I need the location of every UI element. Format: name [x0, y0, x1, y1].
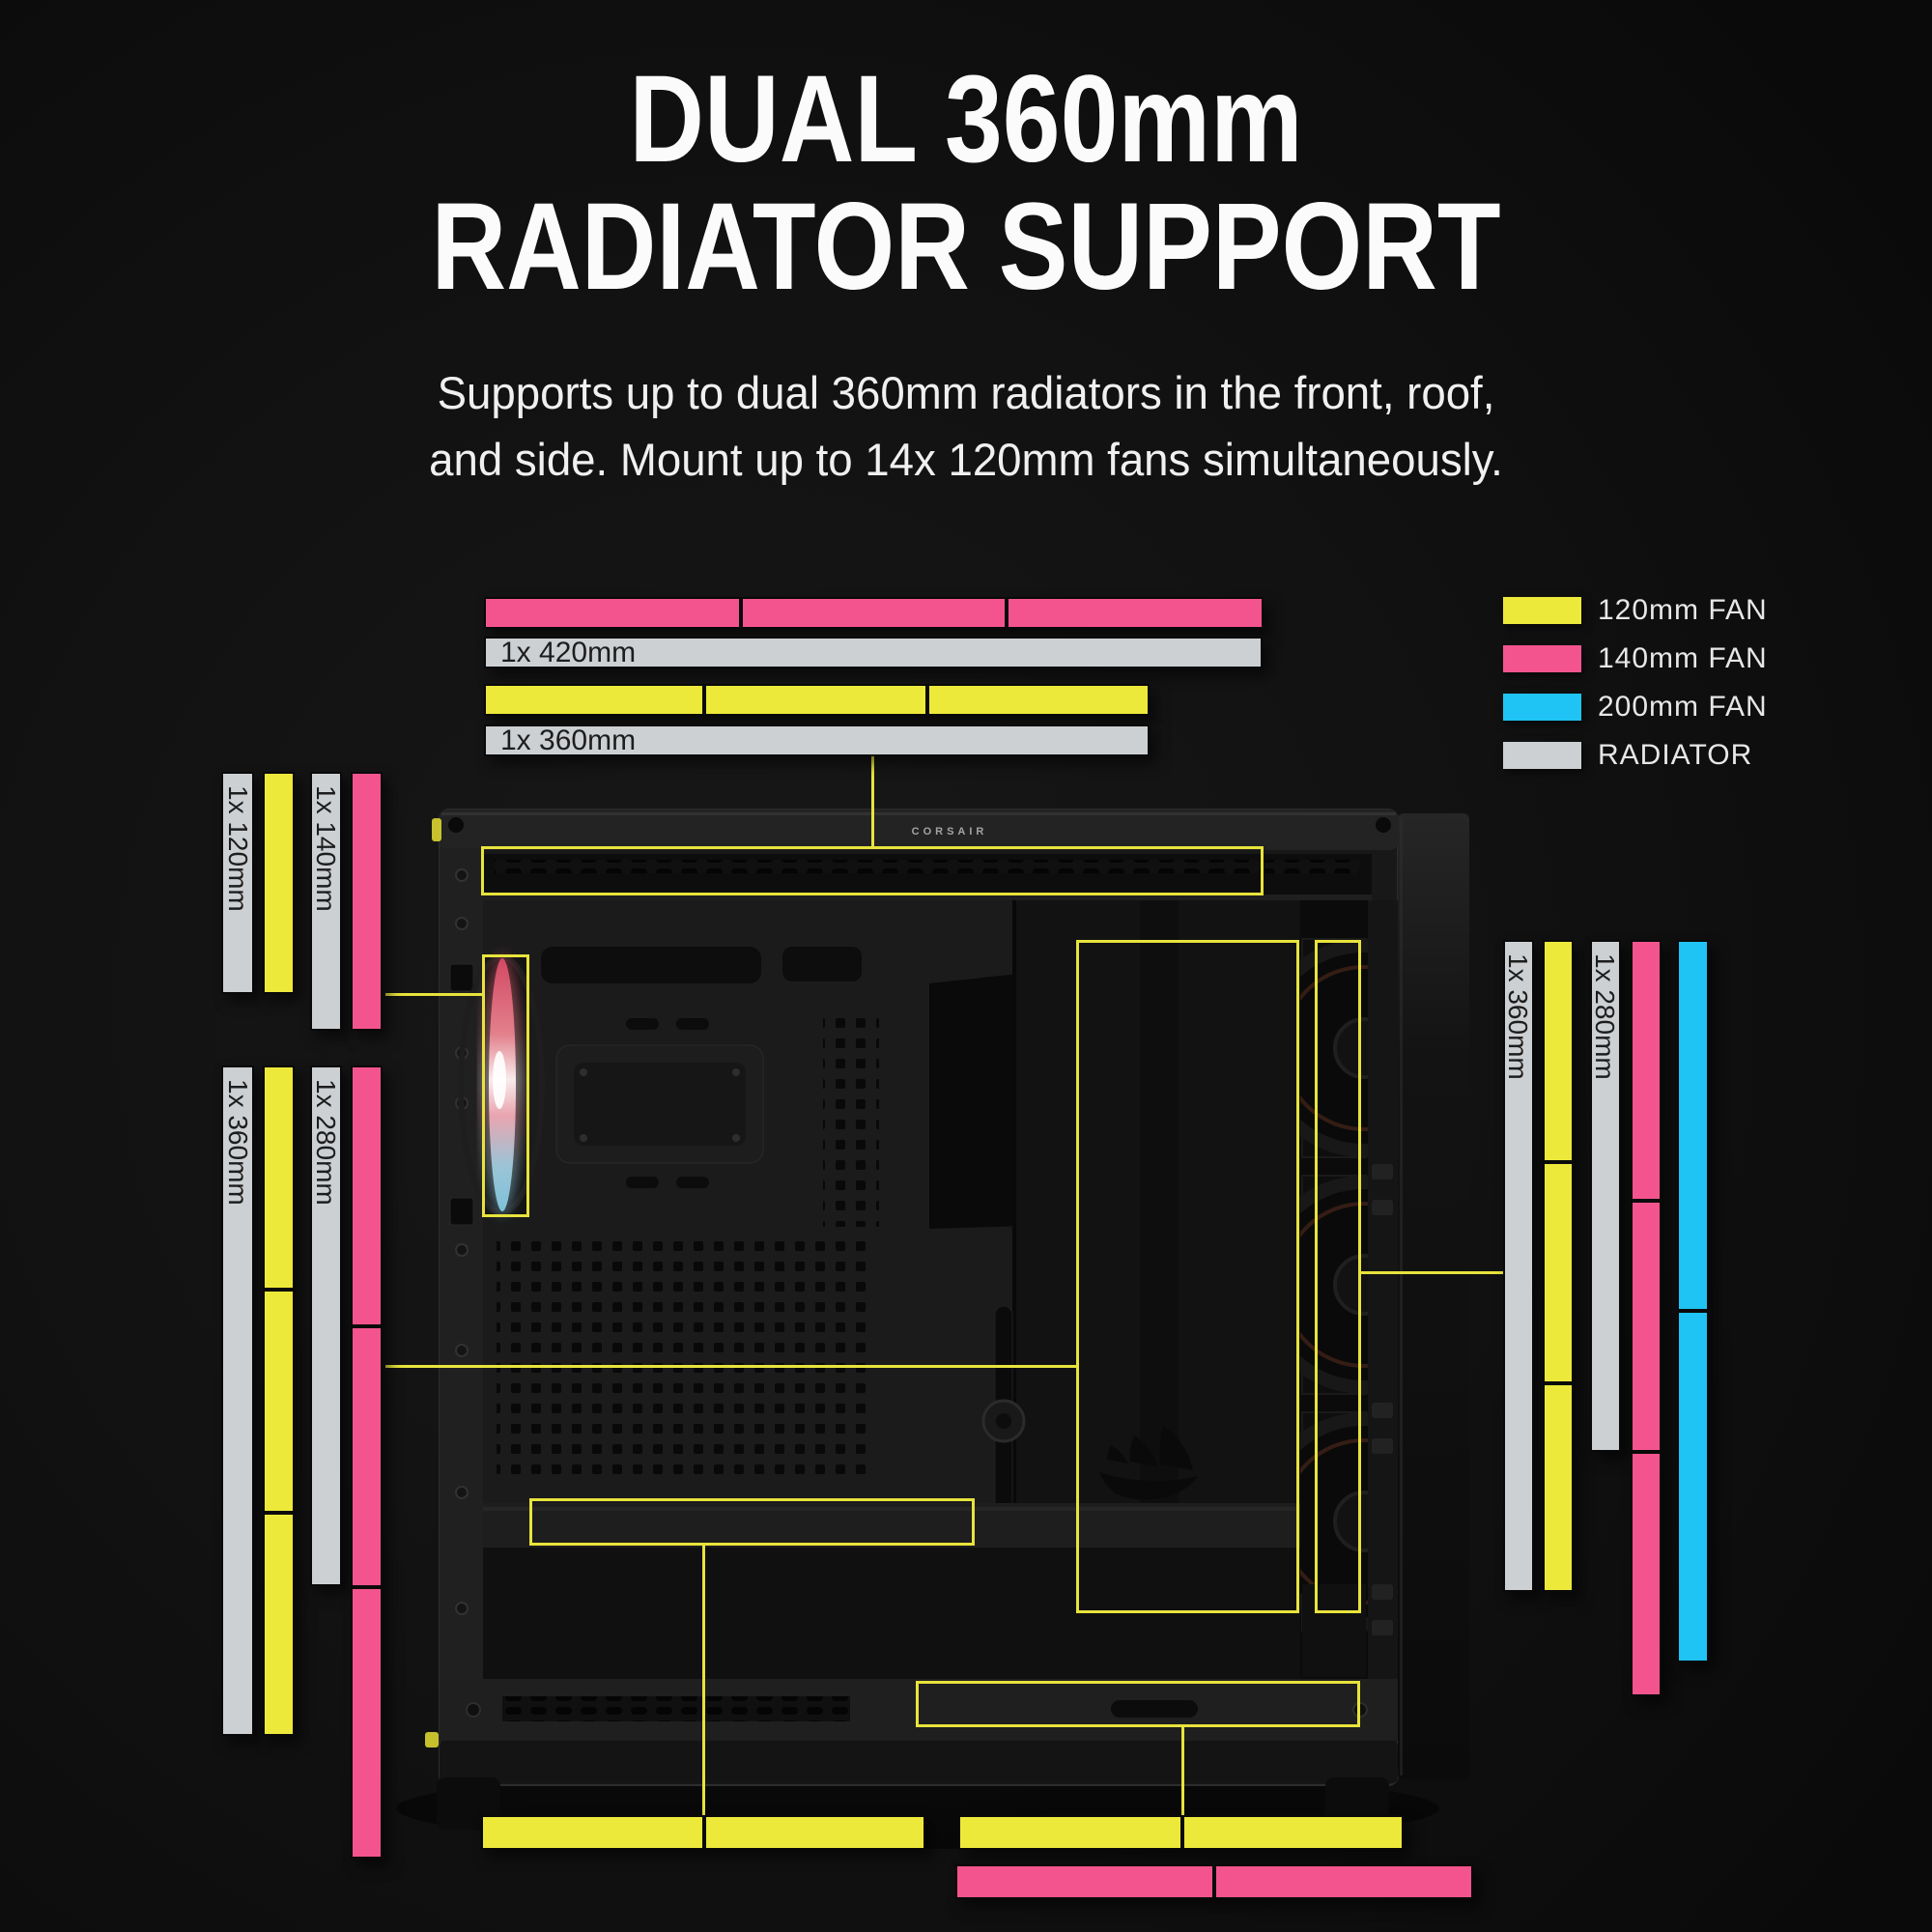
bar-size-label: 1x 360mm: [223, 1079, 253, 1206]
corsair-sail-logo: [1099, 1426, 1198, 1500]
legend-item: RADIATOR: [1503, 739, 1753, 771]
front-140mm-fan-bar: [351, 1065, 383, 1859]
bar-segment-divider: [702, 686, 706, 714]
callout-line-front-long: [385, 1364, 1076, 1368]
case-bottom: [437, 1679, 1398, 1830]
legend-item: 140mm FAN: [1503, 642, 1768, 674]
roof-360mm-radiator-bar: 1x 360mm: [484, 724, 1150, 756]
bar-segment-divider: [1545, 1160, 1572, 1164]
subtitle-line1: Supports up to dual 360mm radiators in t…: [437, 367, 1495, 418]
rear-120mm-radiator-bar: 1x 120mm: [221, 772, 254, 994]
side-120mm-fan-bar: [1543, 940, 1574, 1592]
bar-segment-divider: [1005, 599, 1009, 627]
rear-140mm-radiator-bar: 1x 140mm: [310, 772, 342, 1031]
side-140mm-fan-bar: [1631, 940, 1662, 1696]
bar-segment-divider: [1180, 1817, 1184, 1848]
bar-size-label: 1x 360mm: [500, 724, 637, 756]
rear-140mm-fan-bar: [351, 772, 383, 1031]
bottom-140mm-fan-bar: [955, 1864, 1473, 1899]
legend-swatch: [1503, 694, 1581, 721]
subtitle-line2: and side. Mount up to 14x 120mm fans sim…: [429, 434, 1503, 485]
legend-label: RADIATOR: [1598, 739, 1753, 771]
callout-line-side: [1361, 1270, 1503, 1274]
case-chassis: [425, 809, 1469, 1830]
legend-label: 120mm FAN: [1598, 594, 1768, 626]
bar-segment-divider: [1633, 1450, 1660, 1454]
psu-shroud: [483, 1503, 1300, 1679]
rear-panel-column: [425, 818, 484, 1747]
bar-segment-divider: [1545, 1381, 1572, 1385]
roof-420mm-radiator-bar: 1x 420mm: [484, 637, 1263, 668]
roof-140mm-fan-bar: [484, 597, 1264, 629]
side-200mm-fan-bar: [1677, 940, 1709, 1662]
front-fan-callout: [1315, 940, 1361, 1613]
motherboard-tray: [483, 900, 1061, 1507]
front-120mm-fan-bar: [263, 1065, 295, 1736]
callout-line-bottom-right: [1180, 1727, 1184, 1817]
bar-size-label: 1x 120mm: [223, 785, 253, 912]
legend-swatch: [1503, 645, 1581, 672]
rear-rgb-fan: [458, 954, 545, 1215]
bar-segment-divider: [739, 599, 743, 627]
roof-mount-callout: [481, 846, 1264, 895]
front-280mm-radiator-bar: 1x 280mm: [310, 1065, 342, 1586]
page-title-line2: RADIATOR SUPPORT: [431, 178, 1501, 316]
bar-segment-divider: [1633, 1199, 1660, 1203]
bar-size-label: 1x 140mm: [311, 785, 341, 912]
side-280mm-radiator-bar: 1x 280mm: [1590, 940, 1621, 1452]
bottom-120mm-fan-bar-right: [958, 1815, 1404, 1850]
bar-size-label: 1x 360mm: [1503, 953, 1533, 1080]
bottom-mount-callout: [916, 1681, 1360, 1727]
callout-line-rear: [385, 992, 482, 996]
legend-swatch: [1503, 742, 1581, 769]
front-glass-edge: [1398, 813, 1469, 1779]
side-360mm-radiator-bar: 1x 360mm: [1503, 940, 1534, 1592]
bottom-120mm-fan-bar-left: [481, 1815, 925, 1850]
bar-size-label: 1x 280mm: [311, 1079, 341, 1206]
legend-label: 200mm FAN: [1598, 691, 1768, 723]
bar-segment-divider: [1679, 1309, 1707, 1313]
legend-label: 140mm FAN: [1598, 642, 1768, 674]
legend-item: 120mm FAN: [1503, 594, 1768, 626]
bar-segment-divider: [702, 1817, 706, 1848]
callout-line-roof: [870, 756, 874, 846]
front-360mm-radiator-bar: 1x 360mm: [221, 1065, 254, 1736]
bar-size-label: 1x 420mm: [500, 636, 637, 668]
bar-size-label: 1x 280mm: [1590, 953, 1620, 1080]
legend-swatch: [1503, 597, 1581, 624]
bar-segment-divider: [1212, 1866, 1216, 1897]
rear-fan-callout: [482, 954, 529, 1217]
page-title-line1: DUAL 360mm: [629, 50, 1303, 188]
case-brand-label: CORSAIR: [911, 826, 988, 838]
bar-segment-divider: [265, 1288, 293, 1292]
bar-segment-divider: [353, 1585, 381, 1589]
side-mount-callout: [1076, 940, 1299, 1613]
bar-segment-divider: [353, 1324, 381, 1328]
rear-120mm-fan-bar: [263, 772, 295, 994]
roof-120mm-fan-bar: [484, 684, 1150, 716]
bar-segment-divider: [265, 1511, 293, 1515]
bar-segment-divider: [925, 686, 929, 714]
legend-item: 200mm FAN: [1503, 691, 1768, 723]
callout-line-bottom-left: [701, 1546, 705, 1817]
shroud-mount-callout: [529, 1498, 975, 1546]
